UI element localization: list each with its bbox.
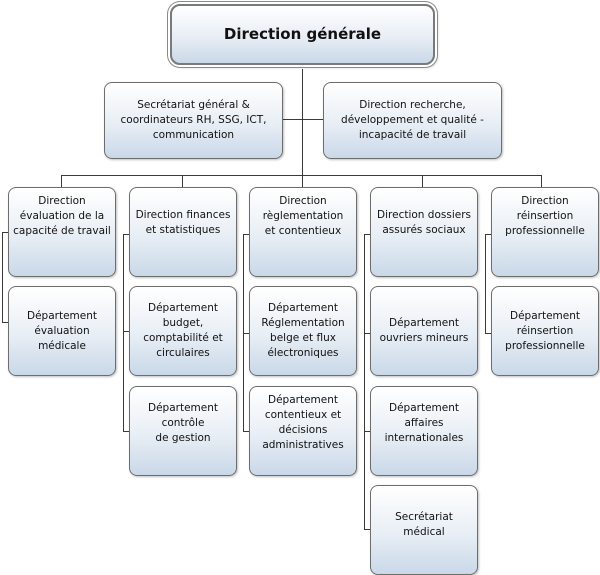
root-node-direction-generale: Direction générale bbox=[170, 4, 435, 65]
node-label: Département évaluation médicale bbox=[27, 309, 97, 352]
node-label: Département ouvriers mineurs bbox=[379, 317, 469, 344]
direction-reinsertion-professionnelle: Direction réinsertion professionnelle bbox=[491, 187, 599, 277]
connector-drop-5 bbox=[541, 175, 542, 187]
direction-finances-statistiques: Direction finances et statistiques bbox=[129, 187, 237, 277]
node-label: Département contentieux et décisions adm… bbox=[262, 394, 344, 451]
direction-reglementation-contentieux: Direction règlementation et contentieux bbox=[249, 187, 357, 277]
node-label: Direction règlementation et contentieux bbox=[262, 195, 344, 237]
connector-col4-tick bbox=[364, 333, 370, 334]
connector-col2-tick bbox=[123, 234, 129, 235]
connector-col1-tick bbox=[2, 232, 8, 233]
connector-drop-4 bbox=[422, 175, 423, 187]
connector-drop-2 bbox=[182, 175, 183, 187]
node-label: Direction recherche, développement et qu… bbox=[341, 99, 484, 141]
department-controle-gestion: Département contrôle de gestion bbox=[129, 386, 237, 476]
department-reinsertion-professionnelle: Département réinsertion professionnelle bbox=[491, 286, 599, 376]
department-ouvriers-mineurs: Département ouvriers mineurs bbox=[370, 286, 478, 376]
connector-col2-tick bbox=[123, 431, 129, 432]
node-label: Secrétariat général & coordinateurs RH, … bbox=[120, 99, 267, 141]
node-label: Département Réglementation belge et flux… bbox=[261, 302, 345, 359]
connector-col5-tick bbox=[485, 333, 491, 334]
node-label: Secrétariat médical bbox=[395, 511, 453, 538]
node-label: Direction générale bbox=[223, 25, 382, 43]
connector-drop-3 bbox=[302, 175, 303, 187]
node-label: Département budget, comptabilité et circ… bbox=[143, 302, 223, 359]
connector-drop-1 bbox=[61, 175, 62, 187]
direction-evaluation-capacite: Direction évaluation de la capacité de t… bbox=[8, 187, 116, 277]
node-label: Direction finances et statistiques bbox=[135, 209, 231, 236]
connector-col3-tick bbox=[243, 431, 249, 432]
connector-col1-vertical bbox=[2, 232, 3, 322]
connector-col1-tick bbox=[2, 322, 8, 323]
staff-node-secretariat-general: Secrétariat général & coordinateurs RH, … bbox=[104, 82, 283, 159]
connector-staff-link bbox=[283, 119, 323, 120]
connector-root-trunk bbox=[302, 69, 303, 175]
department-affaires-internationales: Département affaires internationales bbox=[370, 386, 478, 476]
connector-col3-vertical bbox=[243, 234, 244, 431]
connector-col3-tick bbox=[243, 333, 249, 334]
department-secretariat-medical: Secrétariat médical bbox=[370, 485, 478, 575]
node-label: Direction dossiers assurés sociaux bbox=[377, 209, 471, 236]
connector-col2-tick bbox=[123, 331, 129, 332]
node-label: Direction réinsertion professionnelle bbox=[505, 195, 585, 237]
connector-horizontal-bus bbox=[61, 175, 541, 176]
connector-col4-tick bbox=[364, 431, 370, 432]
department-evaluation-medicale: Département évaluation médicale bbox=[8, 286, 116, 376]
staff-node-direction-recherche: Direction recherche, développement et qu… bbox=[323, 82, 502, 159]
connector-col4-vertical bbox=[364, 234, 365, 529]
department-budget-comptabilite: Département budget, comptabilité et circ… bbox=[129, 286, 237, 376]
node-label: Direction évaluation de la capacité de t… bbox=[13, 195, 111, 237]
connector-col3-tick bbox=[243, 234, 249, 235]
connector-col4-tick bbox=[364, 529, 370, 530]
node-label: Département réinsertion professionnelle bbox=[505, 309, 585, 352]
connector-col5-vertical bbox=[485, 234, 486, 333]
node-label: Département contrôle de gestion bbox=[148, 402, 218, 444]
direction-dossiers-assures-sociaux: Direction dossiers assurés sociaux bbox=[370, 187, 478, 277]
connector-col2-vertical bbox=[123, 234, 124, 431]
connector-col5-tick bbox=[485, 234, 491, 235]
connector-col4-tick bbox=[364, 234, 370, 235]
department-contentieux-decisions: Département contentieux et décisions adm… bbox=[249, 386, 357, 476]
department-reglementation-belge: Département Réglementation belge et flux… bbox=[249, 286, 357, 376]
node-label: Département affaires internationales bbox=[384, 402, 464, 444]
